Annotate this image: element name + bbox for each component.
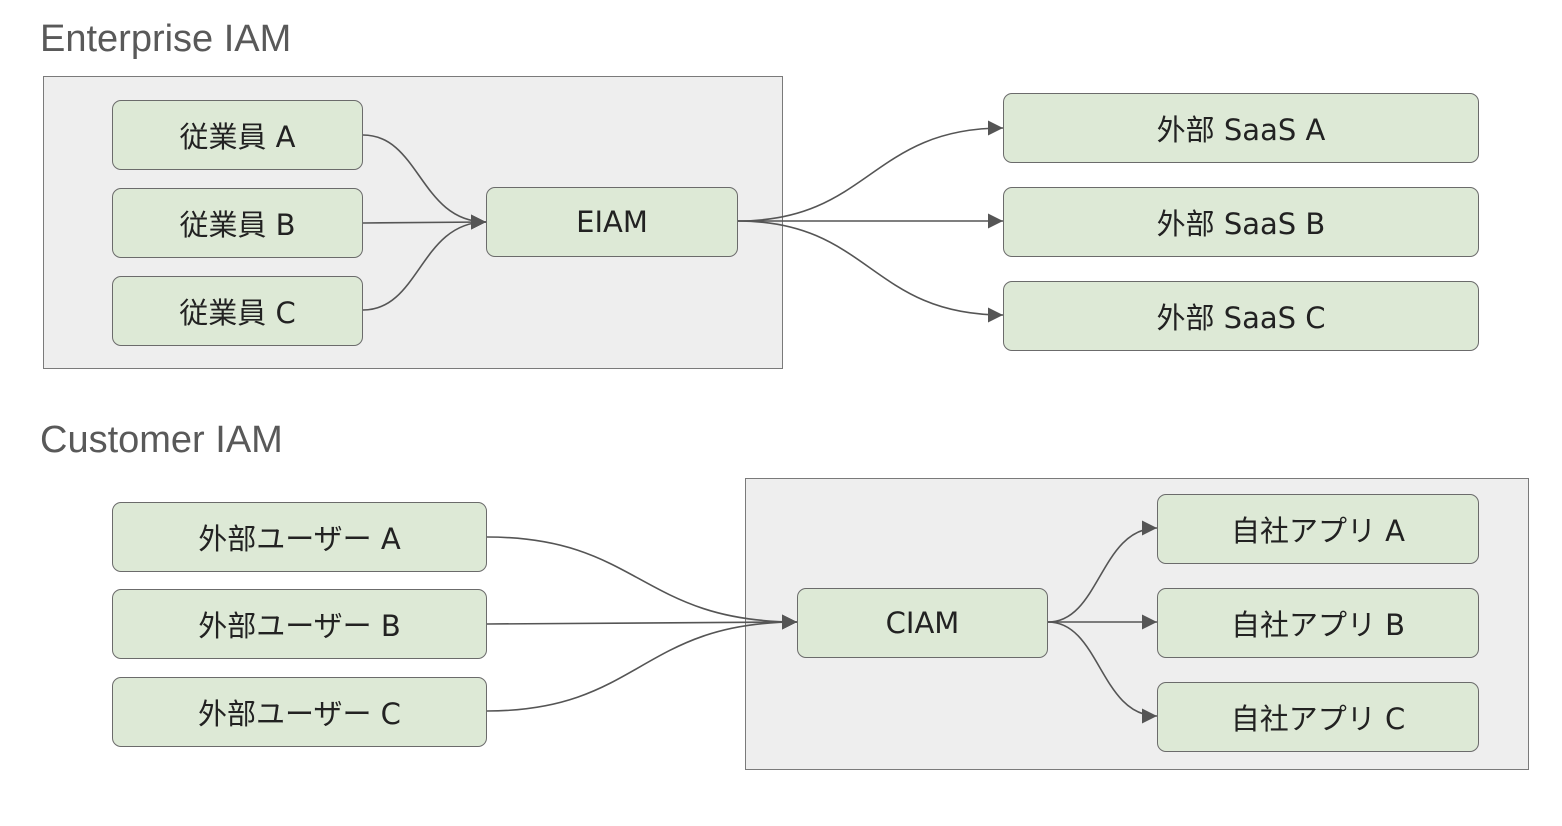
- customer-iam-title: Customer IAM: [40, 419, 283, 461]
- edge-user-c-ciam: [486, 614, 798, 712]
- own-app-c-node: 自社アプリ C: [1157, 682, 1479, 752]
- edge-employee-a-eiam: [362, 134, 487, 230]
- ciam-node: CIAM: [797, 588, 1048, 658]
- employee-c-node: 従業員 C: [112, 276, 363, 346]
- employee-a-node: 従業員 A: [112, 100, 363, 170]
- employee-b-node: 従業員 B: [112, 188, 363, 258]
- edge-ciam-app-c: [1047, 621, 1158, 724]
- external-user-c-node: 外部ユーザー C: [112, 677, 487, 747]
- external-saas-a-node: 外部 SaaS A: [1003, 93, 1479, 163]
- own-app-a-node: 自社アプリ A: [1157, 494, 1479, 564]
- own-app-b-node: 自社アプリ B: [1157, 588, 1479, 658]
- edge-employee-c-eiam: [362, 214, 487, 311]
- edge-eiam-saas-a: [737, 120, 1004, 222]
- external-user-a-node: 外部ユーザー A: [112, 502, 487, 572]
- edge-eiam-saas-c: [737, 220, 1004, 323]
- edge-user-a-ciam: [486, 536, 798, 630]
- enterprise-iam-title: Enterprise IAM: [40, 18, 292, 60]
- edge-ciam-app-a: [1047, 520, 1158, 623]
- external-user-b-node: 外部ユーザー B: [112, 589, 487, 659]
- edge-employee-b-eiam: [362, 214, 487, 230]
- eiam-node: EIAM: [486, 187, 738, 257]
- edge-user-b-ciam: [486, 614, 798, 630]
- external-saas-c-node: 外部 SaaS C: [1003, 281, 1479, 351]
- external-saas-b-node: 外部 SaaS B: [1003, 187, 1479, 257]
